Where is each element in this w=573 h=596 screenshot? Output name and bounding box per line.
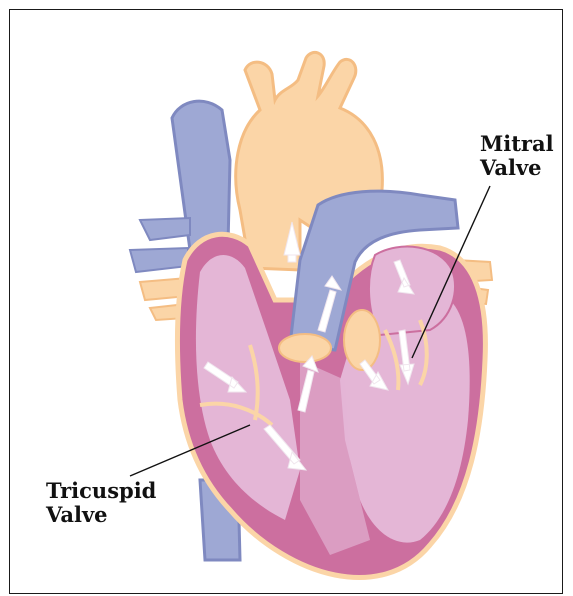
mitral-label-line1: Mitral	[480, 132, 554, 156]
mitral-valve-label: Mitral Valve	[480, 132, 554, 180]
pulmonary-valve	[279, 334, 331, 362]
mitral-label-line2: Valve	[480, 156, 554, 180]
tricuspid-label-line2: Valve	[46, 503, 156, 527]
tricuspid-label-line1: Tricuspid	[46, 479, 156, 503]
tricuspid-valve-label: Tricuspid Valve	[46, 479, 156, 527]
pulmonary-vein-left	[130, 218, 190, 272]
aortic-valve	[344, 310, 380, 370]
